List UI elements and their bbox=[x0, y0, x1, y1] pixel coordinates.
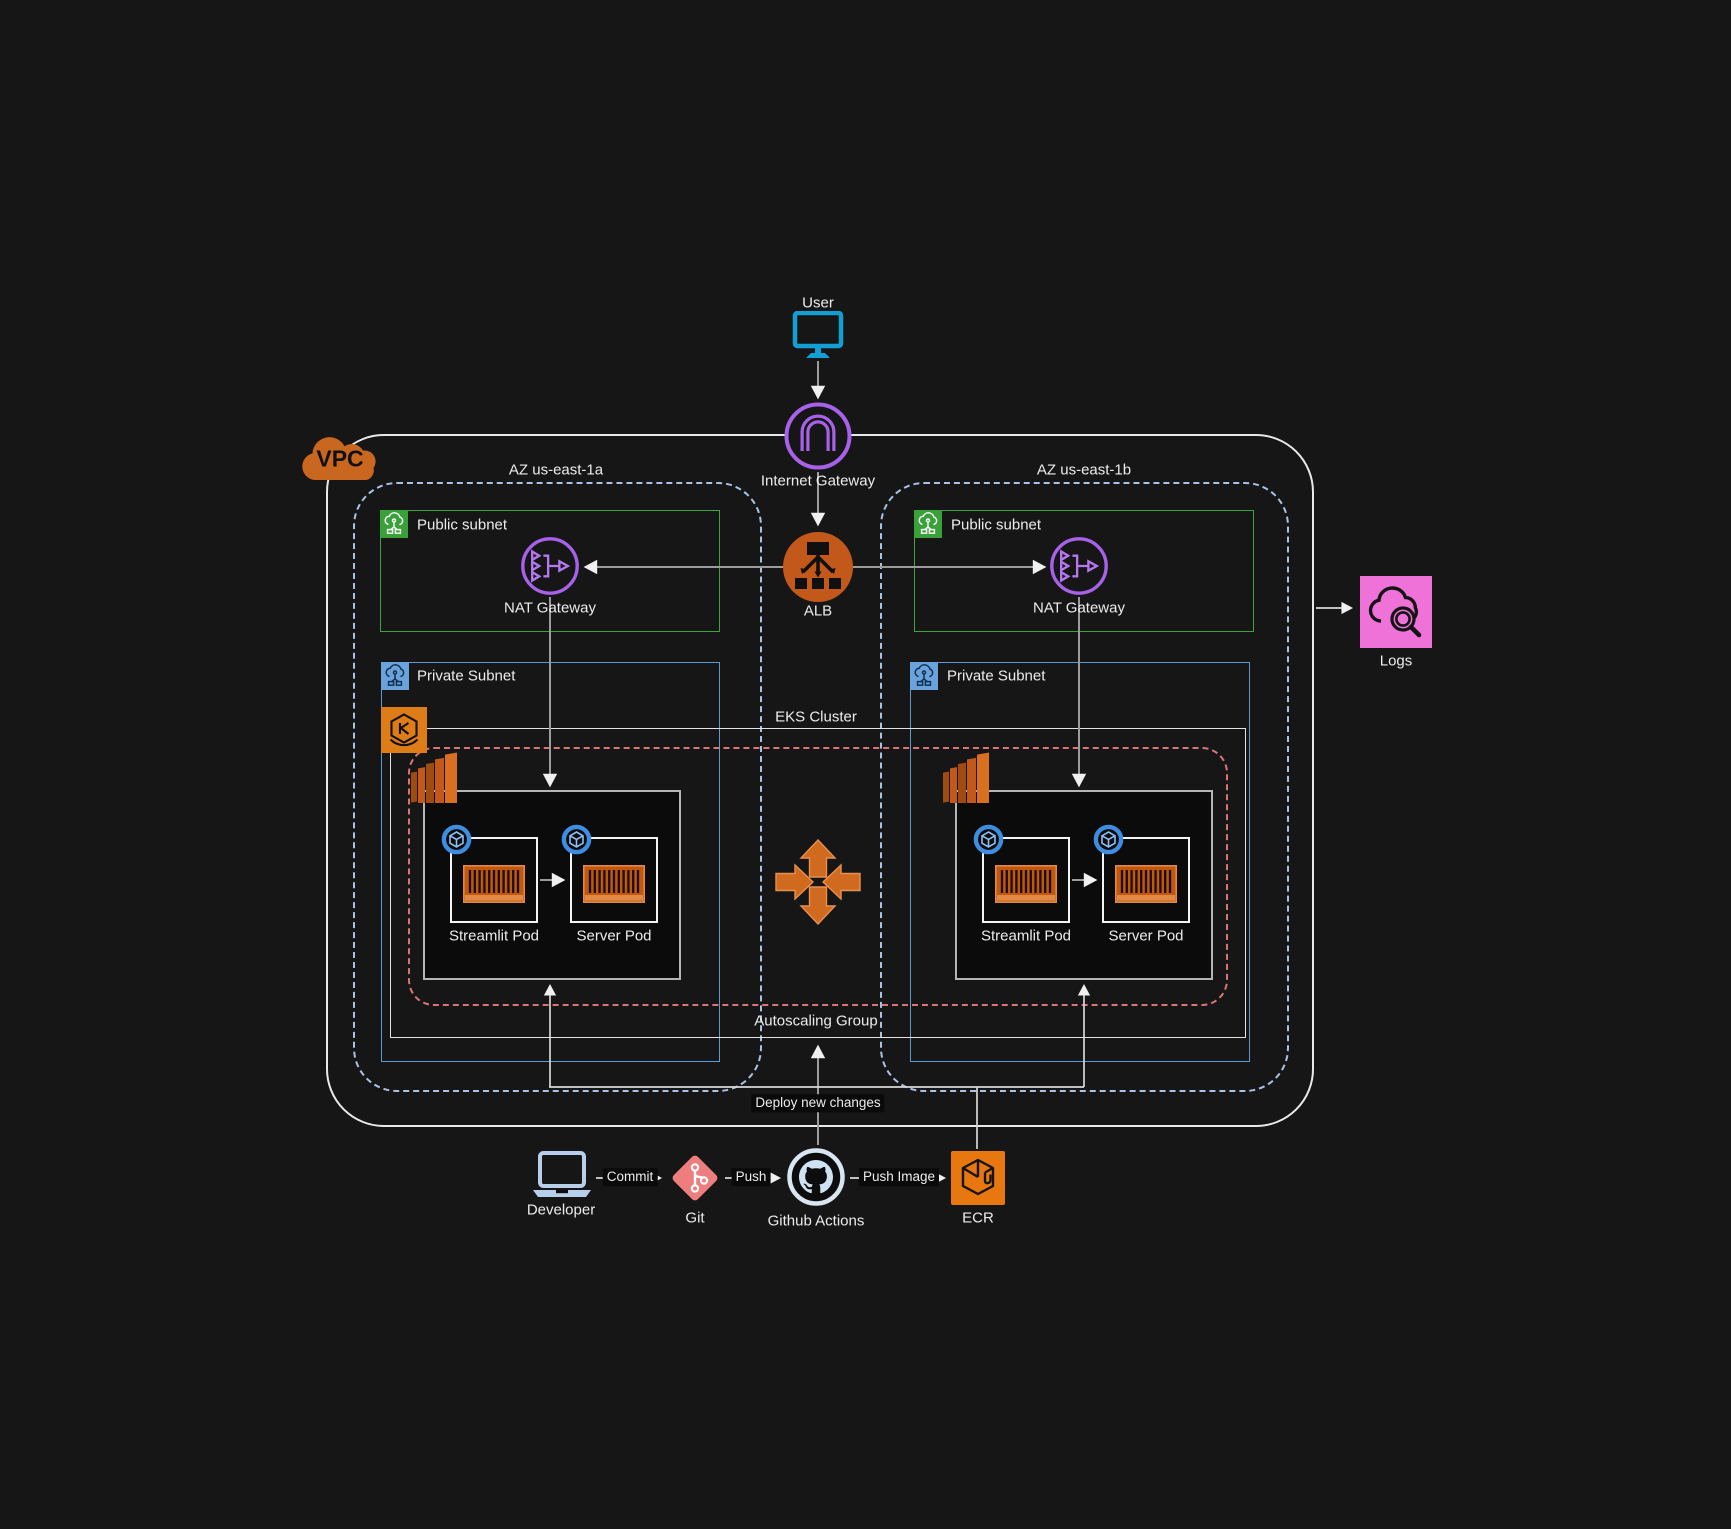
private-subnet-a-icon bbox=[381, 662, 409, 690]
internet-gateway-label: Internet Gateway bbox=[760, 472, 876, 490]
git-label: Git bbox=[685, 1209, 705, 1227]
deploy-label: Deploy new changes bbox=[751, 1094, 885, 1112]
vpc-label: VPC bbox=[316, 445, 364, 472]
container-icon-streamlit-a bbox=[463, 865, 525, 904]
ecr-icon bbox=[951, 1151, 1005, 1205]
public-subnet-b-icon bbox=[914, 510, 942, 538]
logs-label: Logs bbox=[1379, 652, 1413, 670]
public-subnet-b-box bbox=[914, 510, 1254, 632]
eks-cluster-label: EKS Cluster bbox=[775, 708, 857, 726]
az-a-label: AZ us-east-1a bbox=[508, 461, 604, 479]
private-subnet-a-label: Private Subnet bbox=[417, 667, 516, 685]
nat-gateway-b-icon bbox=[1050, 537, 1108, 595]
nat-gateway-a-icon bbox=[521, 537, 579, 595]
github-actions-label: Github Actions bbox=[767, 1212, 865, 1230]
autoscaling-icon bbox=[775, 838, 861, 926]
container-icon-server-a bbox=[583, 865, 645, 904]
private-subnet-b-box bbox=[910, 662, 1250, 1062]
cloudwatch-logs-icon bbox=[1360, 576, 1432, 648]
streamlit-pod-b-box bbox=[982, 837, 1070, 923]
developer-laptop-icon bbox=[533, 1151, 591, 1197]
autoscaling-group-label: Autoscaling Group bbox=[754, 1012, 878, 1030]
nat-gateway-a-label: NAT Gateway bbox=[504, 599, 596, 617]
ec2-instances-icon-a bbox=[411, 752, 457, 803]
az-b-label: AZ us-east-1b bbox=[1036, 461, 1132, 479]
push-image-label: Push Image bbox=[858, 1168, 940, 1186]
server-pod-b-box bbox=[1102, 837, 1190, 923]
push-label: Push bbox=[731, 1168, 771, 1186]
pod-icon-server-b bbox=[1093, 824, 1124, 855]
github-actions-icon bbox=[787, 1148, 845, 1206]
pod-icon-streamlit-b bbox=[973, 824, 1004, 855]
streamlit-pod-b-label: Streamlit Pod bbox=[980, 927, 1072, 945]
public-subnet-b-label: Public subnet bbox=[951, 516, 1042, 534]
server-pod-b-label: Server Pod bbox=[1108, 927, 1184, 945]
alb-label: ALB bbox=[803, 602, 833, 620]
nat-gateway-b-label: NAT Gateway bbox=[1033, 599, 1125, 617]
vpc-cloud-icon bbox=[302, 437, 376, 481]
public-subnet-a-icon bbox=[380, 510, 408, 538]
user-label: User bbox=[802, 294, 834, 312]
private-subnet-b-label: Private Subnet bbox=[947, 667, 1046, 685]
az-a-boundary bbox=[353, 482, 762, 1092]
az-b-boundary bbox=[880, 482, 1289, 1092]
server-pod-a-label: Server Pod bbox=[576, 927, 652, 945]
internet-gateway-icon bbox=[784, 402, 852, 470]
alb-icon bbox=[783, 532, 853, 602]
ec2-instances-icon-b bbox=[943, 752, 989, 803]
container-icon-streamlit-b bbox=[995, 865, 1057, 904]
user-monitor-icon bbox=[792, 311, 844, 358]
commit-label: Commit bbox=[602, 1168, 658, 1186]
container-icon-server-b bbox=[1115, 865, 1177, 904]
server-pod-a-box bbox=[570, 837, 658, 923]
ecr-label: ECR bbox=[962, 1209, 994, 1227]
streamlit-pod-a-box bbox=[450, 837, 538, 923]
public-subnet-a-label: Public subnet bbox=[417, 516, 508, 534]
eks-cluster-box bbox=[390, 728, 1246, 1038]
private-subnet-b-icon bbox=[910, 662, 938, 690]
developer-label: Developer bbox=[526, 1201, 596, 1219]
git-icon bbox=[672, 1155, 718, 1201]
autoscaling-group-box bbox=[408, 747, 1228, 1006]
pod-icon-server-a bbox=[561, 824, 592, 855]
eks-icon bbox=[381, 707, 427, 753]
streamlit-pod-a-label: Streamlit Pod bbox=[448, 927, 540, 945]
pod-icon-streamlit-a bbox=[441, 824, 472, 855]
